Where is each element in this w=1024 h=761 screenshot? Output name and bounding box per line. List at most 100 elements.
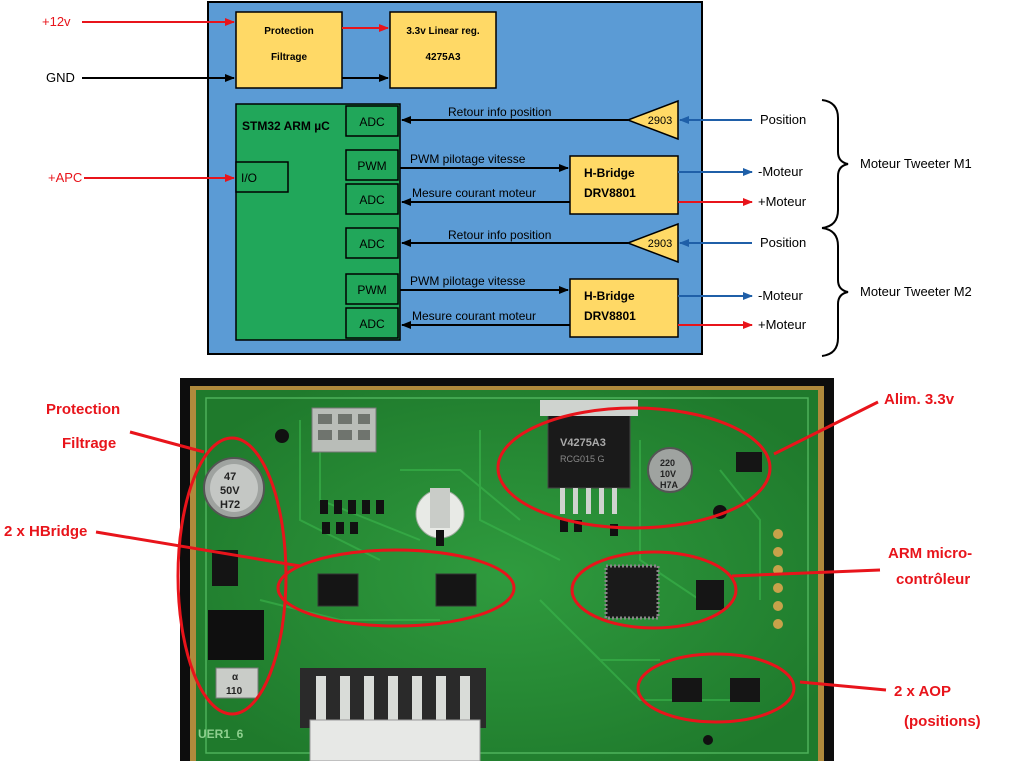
- trimmer-lead: [436, 530, 444, 546]
- resistor-mark-2: 110: [226, 686, 243, 697]
- trimmer-body: [430, 488, 450, 528]
- cap2-mark-3: H7A: [660, 480, 679, 490]
- reg-mark-1: V4275A3: [560, 437, 606, 449]
- ellipse-alim: [496, 406, 772, 530]
- group-m1-label: Moteur Tweeter M1: [860, 156, 972, 171]
- signal-pwm-2: PWM pilotage vitesse: [410, 274, 526, 288]
- adc-port-4: [345, 307, 399, 339]
- label-alim: Alim. 3.3v: [884, 391, 955, 408]
- diode-2: [208, 610, 264, 660]
- brace-m1: [821, 99, 849, 229]
- output-plus-1: +Moteur: [758, 194, 807, 209]
- adc-label-2: ADC: [359, 193, 385, 207]
- output-plus-2: +Moteur: [758, 317, 807, 332]
- cap1-mark-2: 50V: [220, 485, 240, 497]
- heatsink-slots: [318, 414, 370, 440]
- label-protection-1: Protection: [46, 401, 120, 418]
- hbridge-chip-1: [317, 573, 359, 607]
- small-soic: [736, 452, 762, 472]
- aop-chip-1: [672, 678, 702, 702]
- adc-label-3: ADC: [359, 237, 385, 251]
- comparator-label-2: 2903: [648, 238, 672, 250]
- adc-label-4: ADC: [359, 317, 385, 331]
- output-minus-1: -Moteur: [758, 164, 803, 179]
- mounting-hole-3: [703, 735, 713, 745]
- signal-retour-1: Retour info position: [448, 105, 551, 119]
- ellipse-aop: [636, 652, 796, 724]
- output-position-1: Position: [760, 112, 806, 127]
- regulator-line-1: 3.3v Linear reg.: [406, 26, 480, 37]
- aop-chip-2: [730, 678, 760, 702]
- hbridge-1-line-1: H-Bridge: [584, 166, 635, 180]
- crystal-chip: [696, 580, 724, 610]
- comparator-2: [625, 222, 679, 264]
- hbridge-block-2: [569, 278, 679, 338]
- pcb-photo: 47 50V H72 V4275A3 RCG015 G 220 10V H7A: [95, 378, 887, 761]
- regulator-tab: [540, 400, 638, 416]
- protection-line-2: Filtrage: [271, 52, 308, 63]
- output-minus-2: -Moteur: [758, 288, 803, 303]
- protection-line-1: Protection: [264, 26, 313, 37]
- cap2-mark-2: 10V: [660, 469, 676, 479]
- hbridge-block-1: [569, 155, 679, 215]
- resistor-alpha: [215, 667, 259, 699]
- label-aop-1: 2 x AOP: [894, 683, 951, 700]
- pwm-port-2: [345, 273, 399, 305]
- pcb-silkscreen-border: [205, 397, 809, 754]
- output-position-2: Position: [760, 235, 806, 250]
- signal-retour-2: Retour info position: [448, 228, 551, 242]
- pointer-lines: [95, 400, 887, 692]
- capacitor-1-top: [210, 464, 258, 512]
- signal-mesure-2: Mesure courant moteur: [412, 309, 536, 323]
- regulator-chip: [547, 411, 631, 489]
- reg-mark-2: RCG015 G: [560, 454, 605, 464]
- resistor-mark-1: α: [232, 672, 239, 683]
- pwm-port-1: [345, 149, 399, 181]
- board-marking: UER1_6: [198, 727, 244, 741]
- brace-m2: [821, 227, 849, 357]
- signal-pwm-1: PWM pilotage vitesse: [410, 152, 526, 166]
- input-gnd-label: GND: [46, 70, 75, 85]
- label-arm-1: ARM micro-: [888, 545, 972, 562]
- adc-port-1: [345, 105, 399, 137]
- pcb-traces: [259, 420, 761, 701]
- hbridge-2-line-2: DRV8801: [584, 309, 636, 323]
- connector-plug: [309, 719, 481, 761]
- regulator-line-2: 4275A3: [425, 52, 460, 63]
- signal-mesure-1: Mesure courant moteur: [412, 186, 536, 200]
- adc-port-3: [345, 227, 399, 259]
- label-protection-2: Filtrage: [62, 435, 116, 452]
- io-label: I/O: [241, 171, 257, 185]
- capacitor-2: [647, 447, 693, 493]
- regulator-pins: [560, 488, 617, 514]
- comparator-label-1: 2903: [648, 115, 672, 127]
- label-hbridge: 2 x HBridge: [4, 523, 87, 540]
- group-m2-label: Moteur Tweeter M2: [860, 284, 972, 299]
- highlight-ellipses: [176, 406, 796, 724]
- label-arm-2: contrôleur: [896, 571, 970, 588]
- pwm-label-1: PWM: [357, 159, 386, 173]
- adc-port-2: [345, 183, 399, 215]
- input-apc-label: +APC: [48, 170, 82, 185]
- cap2-mark-1: 220: [660, 458, 675, 468]
- pwm-label-2: PWM: [357, 283, 386, 297]
- smd-resistors-row: [320, 500, 618, 536]
- hbridge-chip-2: [435, 573, 477, 607]
- input-12v-label: +12v: [42, 14, 71, 29]
- label-aop-2: (positions): [904, 713, 981, 730]
- ellipse-arm: [570, 550, 738, 630]
- adc-label-1: ADC: [359, 115, 385, 129]
- cap1-mark-1: 47: [224, 471, 236, 483]
- io-port: [235, 161, 289, 193]
- hbridge-2-line-1: H-Bridge: [584, 289, 635, 303]
- comparator-1: [625, 99, 679, 141]
- cap1-mark-3: H72: [220, 499, 240, 511]
- connector-pins: [316, 676, 470, 720]
- hbridge-1-line-2: DRV8801: [584, 186, 636, 200]
- regulator-block: [389, 11, 497, 89]
- arm-mcu-chip: [604, 564, 660, 620]
- mcu-label: STM32 ARM µC: [242, 119, 330, 133]
- header-pins: [773, 529, 783, 629]
- ellipse-hbridge: [276, 548, 516, 628]
